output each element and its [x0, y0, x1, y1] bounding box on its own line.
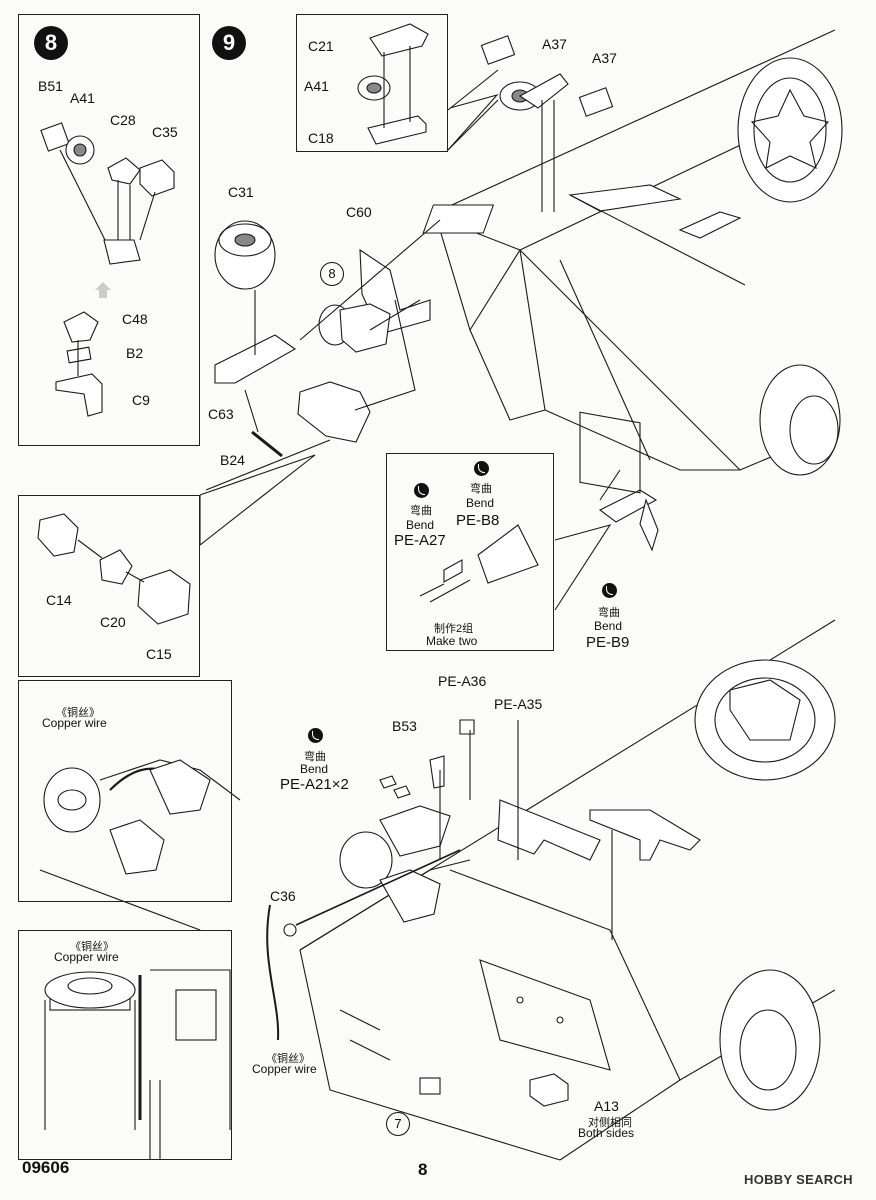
part-label-b51: B51	[38, 78, 63, 94]
step-9-number: 9	[212, 26, 246, 60]
part-label-c18: C18	[308, 130, 334, 146]
part-label-c15: C15	[146, 646, 172, 662]
upper-hull	[422, 29, 843, 552]
part-label-pe-a27: PE-A27	[394, 532, 446, 549]
step9-parts-panel	[18, 495, 200, 677]
copper-wire-top-cn: 《铜丝》	[56, 707, 100, 719]
part-label-a37-left: A37	[542, 36, 567, 52]
bend-en-left: Bend	[406, 518, 435, 532]
copper-wire-panel-top	[18, 680, 232, 902]
part-label-a41: A41	[70, 90, 95, 106]
bend-box-parts	[419, 524, 539, 603]
part-label-a41-inset: A41	[304, 78, 329, 94]
part-label-c21: C21	[308, 38, 334, 54]
part-label-pe-a36: PE-A36	[438, 673, 487, 689]
part-label-pe-a35: PE-A35	[494, 696, 543, 712]
make-two-en: Make two	[426, 634, 478, 648]
page-number: 8	[418, 1160, 428, 1179]
part-label-c20: C20	[100, 614, 126, 630]
part-label-c31: C31	[228, 184, 254, 200]
bend-icon-pe-b9	[602, 583, 617, 598]
part-label-c9: C9	[132, 392, 150, 408]
part-label-c48: C48	[122, 311, 148, 327]
part-label-pe-b9: PE-B9	[586, 634, 630, 651]
part-label-c60: C60	[346, 204, 372, 220]
bend-icon-left	[414, 483, 429, 498]
callout-lines	[199, 93, 612, 611]
middle-parts	[214, 219, 441, 458]
both-sides-en: Both sides	[578, 1126, 635, 1140]
pe-a21-cn: 弯曲	[304, 751, 326, 763]
part-label-a37-right: A37	[592, 50, 617, 66]
part-label-b53: B53	[392, 718, 417, 734]
copper-wire-bot-cn: 《铜丝》	[266, 1053, 310, 1065]
copper-wire-panel-bottom	[18, 930, 232, 1160]
step-reference-7: 7	[386, 1112, 410, 1136]
part-label-c28: C28	[110, 112, 136, 128]
part-label-pe-a21: PE-A21×2	[280, 776, 349, 793]
bend-cn-left: 弯曲	[410, 505, 432, 517]
part-label-b2: B2	[126, 345, 144, 361]
bend-icon-pe-a21	[308, 728, 323, 743]
copper-wire-mid-en: Copper wire	[54, 950, 119, 964]
make-two-cn: 制作2组	[434, 623, 474, 635]
copper-wire-bot-en: Copper wire	[252, 1062, 317, 1076]
part-label-c14: C14	[46, 592, 72, 608]
part-label-pe-b8: PE-B8	[456, 512, 500, 529]
bend-cn-right: 弯曲	[470, 483, 492, 495]
step8-panel	[18, 14, 200, 446]
copper-wire-top-en: Copper wire	[42, 716, 107, 730]
bend-icon-right	[474, 461, 489, 476]
kit-code: 09606	[22, 1158, 70, 1177]
step-reference-8: 8	[320, 262, 344, 286]
copper-wire-details	[39, 759, 241, 1160]
pe-a21-en: Bend	[300, 762, 329, 776]
part-label-c36: C36	[270, 888, 296, 904]
pe-b9-cn: 弯曲	[598, 607, 620, 619]
both-sides-cn: 对侧相同	[588, 1117, 632, 1129]
step8-parts	[40, 122, 175, 417]
part-label-b24: B24	[220, 452, 245, 468]
watermark: HOBBY SEARCH	[744, 1172, 853, 1187]
bend-en-right: Bend	[466, 496, 495, 510]
part-label-c35: C35	[152, 124, 178, 140]
step9-lower-left-parts	[37, 513, 191, 625]
pe-b9-en: Bend	[594, 619, 623, 633]
step9-inset-panel	[296, 14, 448, 152]
bend-box-panel	[386, 453, 554, 651]
lower-hull	[266, 619, 836, 1161]
part-label-a13: A13	[594, 1098, 619, 1114]
step-8-number: 8	[34, 26, 68, 60]
step9-inset-parts	[357, 23, 614, 212]
copper-wire-mid-cn: 《铜丝》	[70, 941, 114, 953]
part-label-c63: C63	[208, 406, 234, 422]
